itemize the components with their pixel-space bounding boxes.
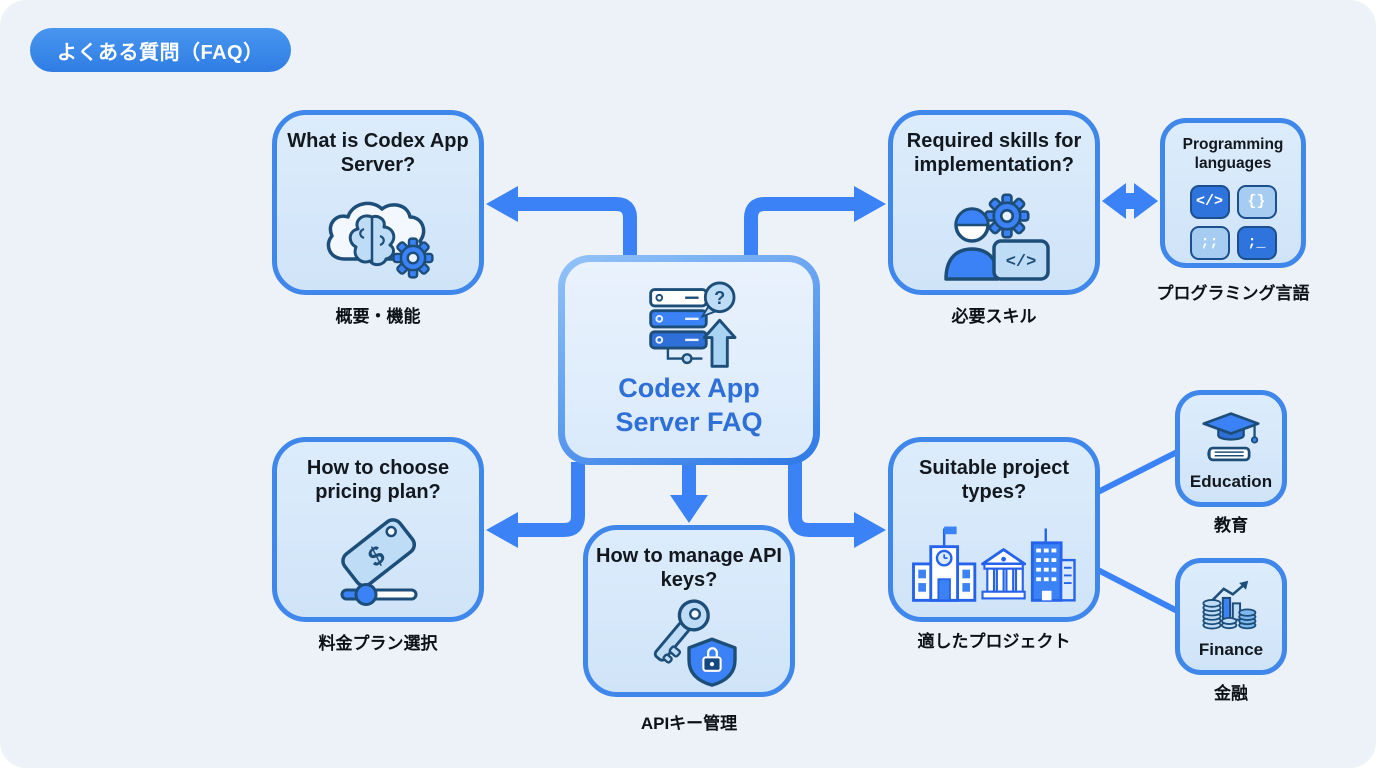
- caption-suitable-projects: 適したプロジェクト: [917, 632, 1071, 651]
- caption-api-keys: APIキー管理: [640, 714, 738, 733]
- code-tile-braces-icon: {}: [1236, 184, 1277, 219]
- node-pricing-plan: How to choose pricing plan? $: [272, 437, 484, 622]
- price-tag-slider-icon: $: [340, 518, 418, 606]
- arrowhead-right-projects: [854, 512, 886, 548]
- arrowhead-left-what: [486, 186, 518, 222]
- node-finance: Finance: [1175, 558, 1287, 675]
- center-title: Codex App Server FAQ: [615, 373, 763, 437]
- code-tile-terminal-icon: ;_: [1236, 225, 1277, 260]
- node-center-faq: ? Codex App Server FAQ: [558, 255, 820, 465]
- node-suitable-projects: Suitable project types?: [888, 437, 1100, 622]
- key-shield-icon: [653, 599, 737, 688]
- developer-gear-code-icon: </>: [944, 193, 1050, 281]
- finance-coins-chart-icon: [1202, 580, 1257, 629]
- arrow-center-to-projects: [788, 462, 858, 537]
- caption-pricing-plan: 料金プラン選択: [318, 634, 438, 653]
- code-tile-semis-icon: ;;: [1189, 225, 1230, 260]
- node-education-label: Education: [1189, 472, 1273, 491]
- node-required-skills: Required skills for implementation? </>: [888, 110, 1100, 295]
- node-education: Education: [1175, 390, 1287, 507]
- arrow-center-to-skills: [744, 197, 858, 258]
- node-suitable-projects-title: Suitable project types?: [918, 457, 1070, 504]
- caption-required-skills: 必要スキル: [951, 307, 1037, 326]
- node-api-keys-title: How to manage API keys?: [596, 545, 782, 592]
- caption-finance: 金融: [1214, 684, 1248, 703]
- svg-text:</>: </>: [1006, 253, 1037, 272]
- node-programming-languages: Programming languages </> {} ;; ;_: [1160, 118, 1306, 268]
- graduation-cap-icon: [1202, 411, 1260, 461]
- node-finance-label: Finance: [1198, 640, 1264, 659]
- node-pricing-plan-title: How to choose pricing plan?: [306, 457, 450, 504]
- code-tiles-icon: </> {} ;; ;_: [1189, 184, 1277, 260]
- faq-header-badge: よくある質問（FAQ）: [30, 28, 291, 72]
- arrowhead-double-right: [1134, 183, 1158, 219]
- line-projects-to-finance: [1096, 567, 1187, 618]
- arrow-center-to-what: [514, 197, 637, 258]
- svg-text:?: ?: [714, 288, 725, 308]
- ai-brain-cloud-icon: [326, 201, 434, 279]
- caption-education: 教育: [1214, 516, 1248, 535]
- buildings-icon: [912, 526, 1076, 602]
- caption-programming-languages: プログラミング言語: [1156, 284, 1310, 303]
- node-programming-languages-title: Programming languages: [1182, 136, 1284, 172]
- line-projects-to-education: [1096, 445, 1187, 495]
- node-what-is-title: What is Codex App Server?: [287, 130, 469, 177]
- node-what-is: What is Codex App Server?: [272, 110, 484, 295]
- node-required-skills-title: Required skills for implementation?: [906, 130, 1082, 177]
- arrowhead-right-skills: [854, 186, 886, 222]
- arrow-center-to-pricing: [514, 462, 585, 537]
- arrowhead-left-pricing: [486, 512, 518, 548]
- server-question-icon: ?: [649, 281, 737, 368]
- arrowhead-down-apikeys: [670, 495, 708, 523]
- node-api-keys: How to manage API keys?: [583, 525, 795, 697]
- code-tile-slash-icon: </>: [1189, 184, 1230, 219]
- arrowhead-double-left: [1102, 183, 1126, 219]
- caption-what-is: 概要・機能: [335, 307, 421, 326]
